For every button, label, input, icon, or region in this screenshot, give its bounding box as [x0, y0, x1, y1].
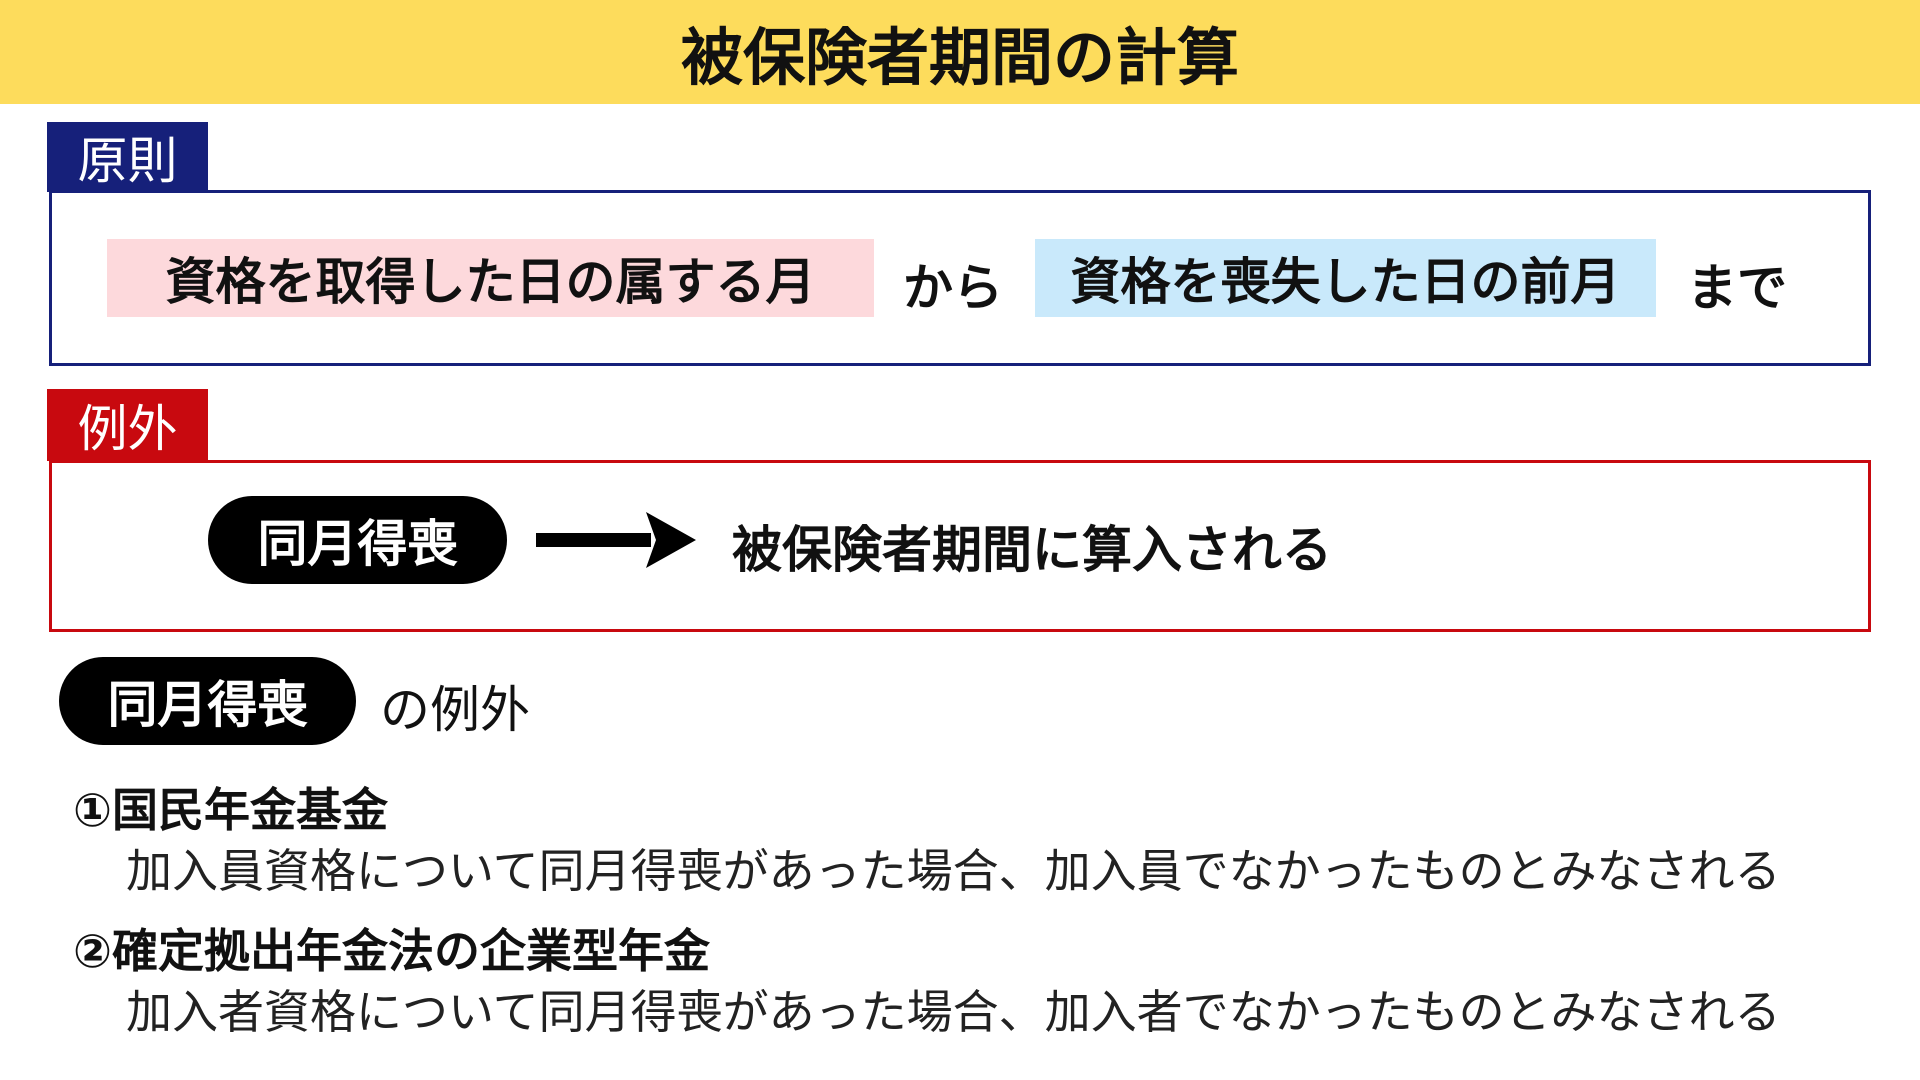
exception-tab: 例外 — [47, 389, 208, 461]
exception-box — [49, 460, 1871, 632]
exception-suffix: の例外 — [380, 681, 530, 739]
acquisition-month-text: 資格を取得した日の属する月 — [165, 253, 816, 311]
same-month-exception-pill: 同月得喪 — [59, 657, 356, 745]
exception-tab-label: 例外 — [77, 400, 178, 458]
item-heading-2: ②確定拠出年金法の企業型年金 — [73, 924, 710, 978]
exception-result-text: 被保険者期間に算入される — [732, 521, 1332, 579]
item-heading-1: ①国民年金基金 — [73, 783, 388, 837]
loss-month-text: 資格を喪失した日の前月 — [1070, 253, 1621, 311]
right-arrow-icon — [536, 512, 696, 568]
loss-month-highlight: 資格を喪失した日の前月 — [1035, 239, 1656, 317]
rule-box — [49, 190, 1871, 366]
same-month-pill: 同月得喪 — [208, 496, 507, 584]
acquisition-month-highlight: 資格を取得した日の属する月 — [107, 239, 874, 317]
rule-tab-label: 原則 — [77, 132, 178, 190]
page-title: 被保険者期間の計算 — [680, 21, 1239, 94]
rule-tab: 原則 — [47, 122, 208, 192]
connector-from: から — [903, 259, 1003, 317]
connector-to: まで — [1687, 259, 1787, 317]
header-banner: 被保険者期間の計算 — [0, 0, 1920, 104]
item-description-2: 加入者資格について同月得喪があった場合、加入者でなかったものとみなされる — [126, 985, 1781, 1039]
same-month-pill-label: 同月得喪 — [257, 515, 458, 573]
same-month-exception-pill-label: 同月得喪 — [107, 676, 308, 734]
item-description-1: 加入員資格について同月得喪があった場合、加入員でなかったものとみなされる — [126, 844, 1781, 898]
